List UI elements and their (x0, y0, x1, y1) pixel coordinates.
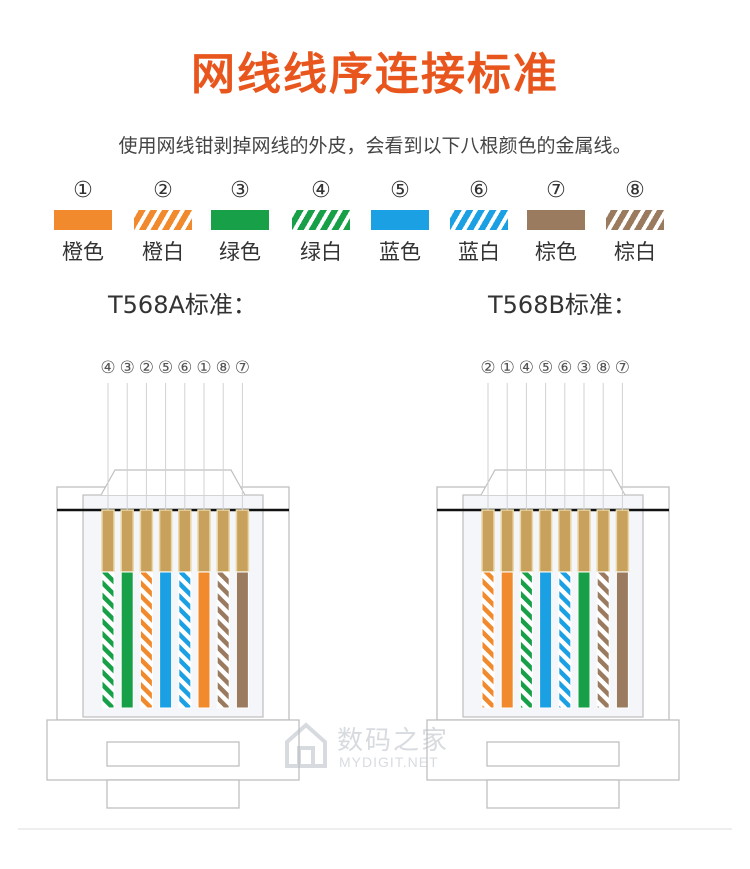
plug-tab (486, 779, 620, 809)
gold-contact (538, 509, 553, 573)
color-legend: ① 橙色 ② 橙白 ③ 绿色 ④ 绿白 ⑤ 蓝色 ⑥ 蓝白 ⑦ 棕色 ⑧ 棕白 (0, 178, 750, 268)
legend-label: 棕色 (535, 240, 577, 264)
legend-label: 绿色 (219, 240, 261, 264)
gold-contact (235, 509, 250, 573)
legend-item: ⑤ 蓝色 (360, 178, 440, 266)
legend-number: ⑤ (390, 178, 410, 203)
wire (235, 571, 249, 709)
t568b-title: T568B标准： (488, 291, 637, 319)
legend-swatch (371, 210, 429, 230)
page-title: 网线线序连接标准 (191, 49, 559, 100)
gold-contact (558, 509, 572, 573)
wire (596, 571, 610, 709)
pin-number-label: ⑥ (177, 358, 192, 378)
legend-swatch (606, 210, 664, 230)
wire (159, 571, 173, 709)
watermark: 数码之家 MYDIGIT.NET (283, 716, 483, 776)
pin-number-label: ② (480, 358, 495, 378)
gold-contact (216, 509, 230, 573)
gold-contact (139, 509, 154, 573)
plug-tab (106, 779, 240, 809)
legend-swatch (527, 210, 585, 230)
wire (558, 571, 572, 709)
gold-contact (101, 509, 115, 573)
legend-number: ⑧ (625, 178, 645, 203)
pin-number-label: ② (139, 358, 154, 378)
legend-swatch (134, 210, 192, 230)
wire (101, 571, 115, 709)
legend-number: ④ (311, 178, 331, 203)
legend-item: ③ 绿色 (200, 178, 280, 266)
legend-number: ⑥ (469, 178, 489, 203)
legend-number: ⑦ (546, 178, 566, 203)
pin-number-label: ① (196, 358, 211, 378)
wire (178, 571, 192, 709)
legend-label: 橙白 (142, 240, 184, 264)
pin-number-label: ⑦ (615, 358, 630, 378)
wire (500, 571, 514, 709)
legend-item: ⑥ 蓝白 (439, 178, 519, 266)
legend-swatch (54, 210, 112, 230)
wire (519, 571, 533, 709)
pin-number-label: ⑦ (235, 358, 250, 378)
legend-label: 棕白 (614, 240, 656, 264)
legend-item: ② 橙白 (123, 178, 203, 266)
page-subtitle: 使用网线钳剥掉网线的外皮，会看到以下八根颜色的金属线。 (118, 135, 632, 157)
plug-latch-slot (106, 741, 240, 767)
legend-number: ① (73, 178, 93, 203)
gold-contact (519, 509, 534, 573)
watermark-url: MYDIGIT.NET (339, 754, 439, 770)
watermark-name: 数码之家 (337, 726, 450, 756)
gold-contact (197, 509, 211, 573)
wire (539, 571, 553, 709)
legend-item: ① 橙色 (43, 178, 123, 266)
gold-contact (120, 509, 134, 573)
wire (216, 571, 230, 709)
wire (615, 571, 629, 709)
gold-contact (596, 509, 610, 573)
pin-number-label: ⑧ (216, 358, 231, 378)
legend-label: 蓝色 (379, 240, 421, 264)
pin-number-label: ⑤ (158, 358, 173, 378)
legend-label: 蓝白 (458, 240, 500, 264)
legend-item: ⑦ 棕色 (516, 178, 596, 266)
t568a-title: T568A标准： (108, 291, 257, 319)
house-logo-icon (285, 722, 327, 768)
gold-contact (178, 509, 192, 573)
pin-number-label: ④ (100, 358, 115, 378)
pin-number-label: ⑤ (538, 358, 553, 378)
legend-item: ⑧ 棕白 (595, 178, 675, 266)
gold-contact (577, 509, 591, 573)
legend-swatch (450, 210, 508, 230)
legend-label: 橙色 (62, 240, 104, 264)
gold-contact (615, 509, 630, 573)
plug-latch-slot (486, 741, 620, 767)
wire (481, 571, 495, 709)
pin-number-label: ④ (519, 358, 534, 378)
legend-label: 绿白 (300, 240, 342, 264)
gold-contact (158, 509, 173, 573)
legend-number: ③ (230, 178, 250, 203)
wire (139, 571, 153, 709)
gold-contact (481, 509, 495, 573)
gold-contact (500, 509, 514, 573)
wire (577, 571, 591, 709)
pin-number-label: ③ (120, 358, 135, 378)
pin-number-label: ⑧ (596, 358, 611, 378)
pin-number-label: ⑥ (557, 358, 572, 378)
legend-swatch (211, 210, 269, 230)
pin-number-label: ① (500, 358, 515, 378)
legend-item: ④ 绿白 (281, 178, 361, 266)
pin-number-label: ③ (576, 358, 591, 378)
wire (120, 571, 134, 709)
legend-swatch (292, 210, 350, 230)
legend-number: ② (153, 178, 173, 203)
wire (197, 571, 211, 709)
